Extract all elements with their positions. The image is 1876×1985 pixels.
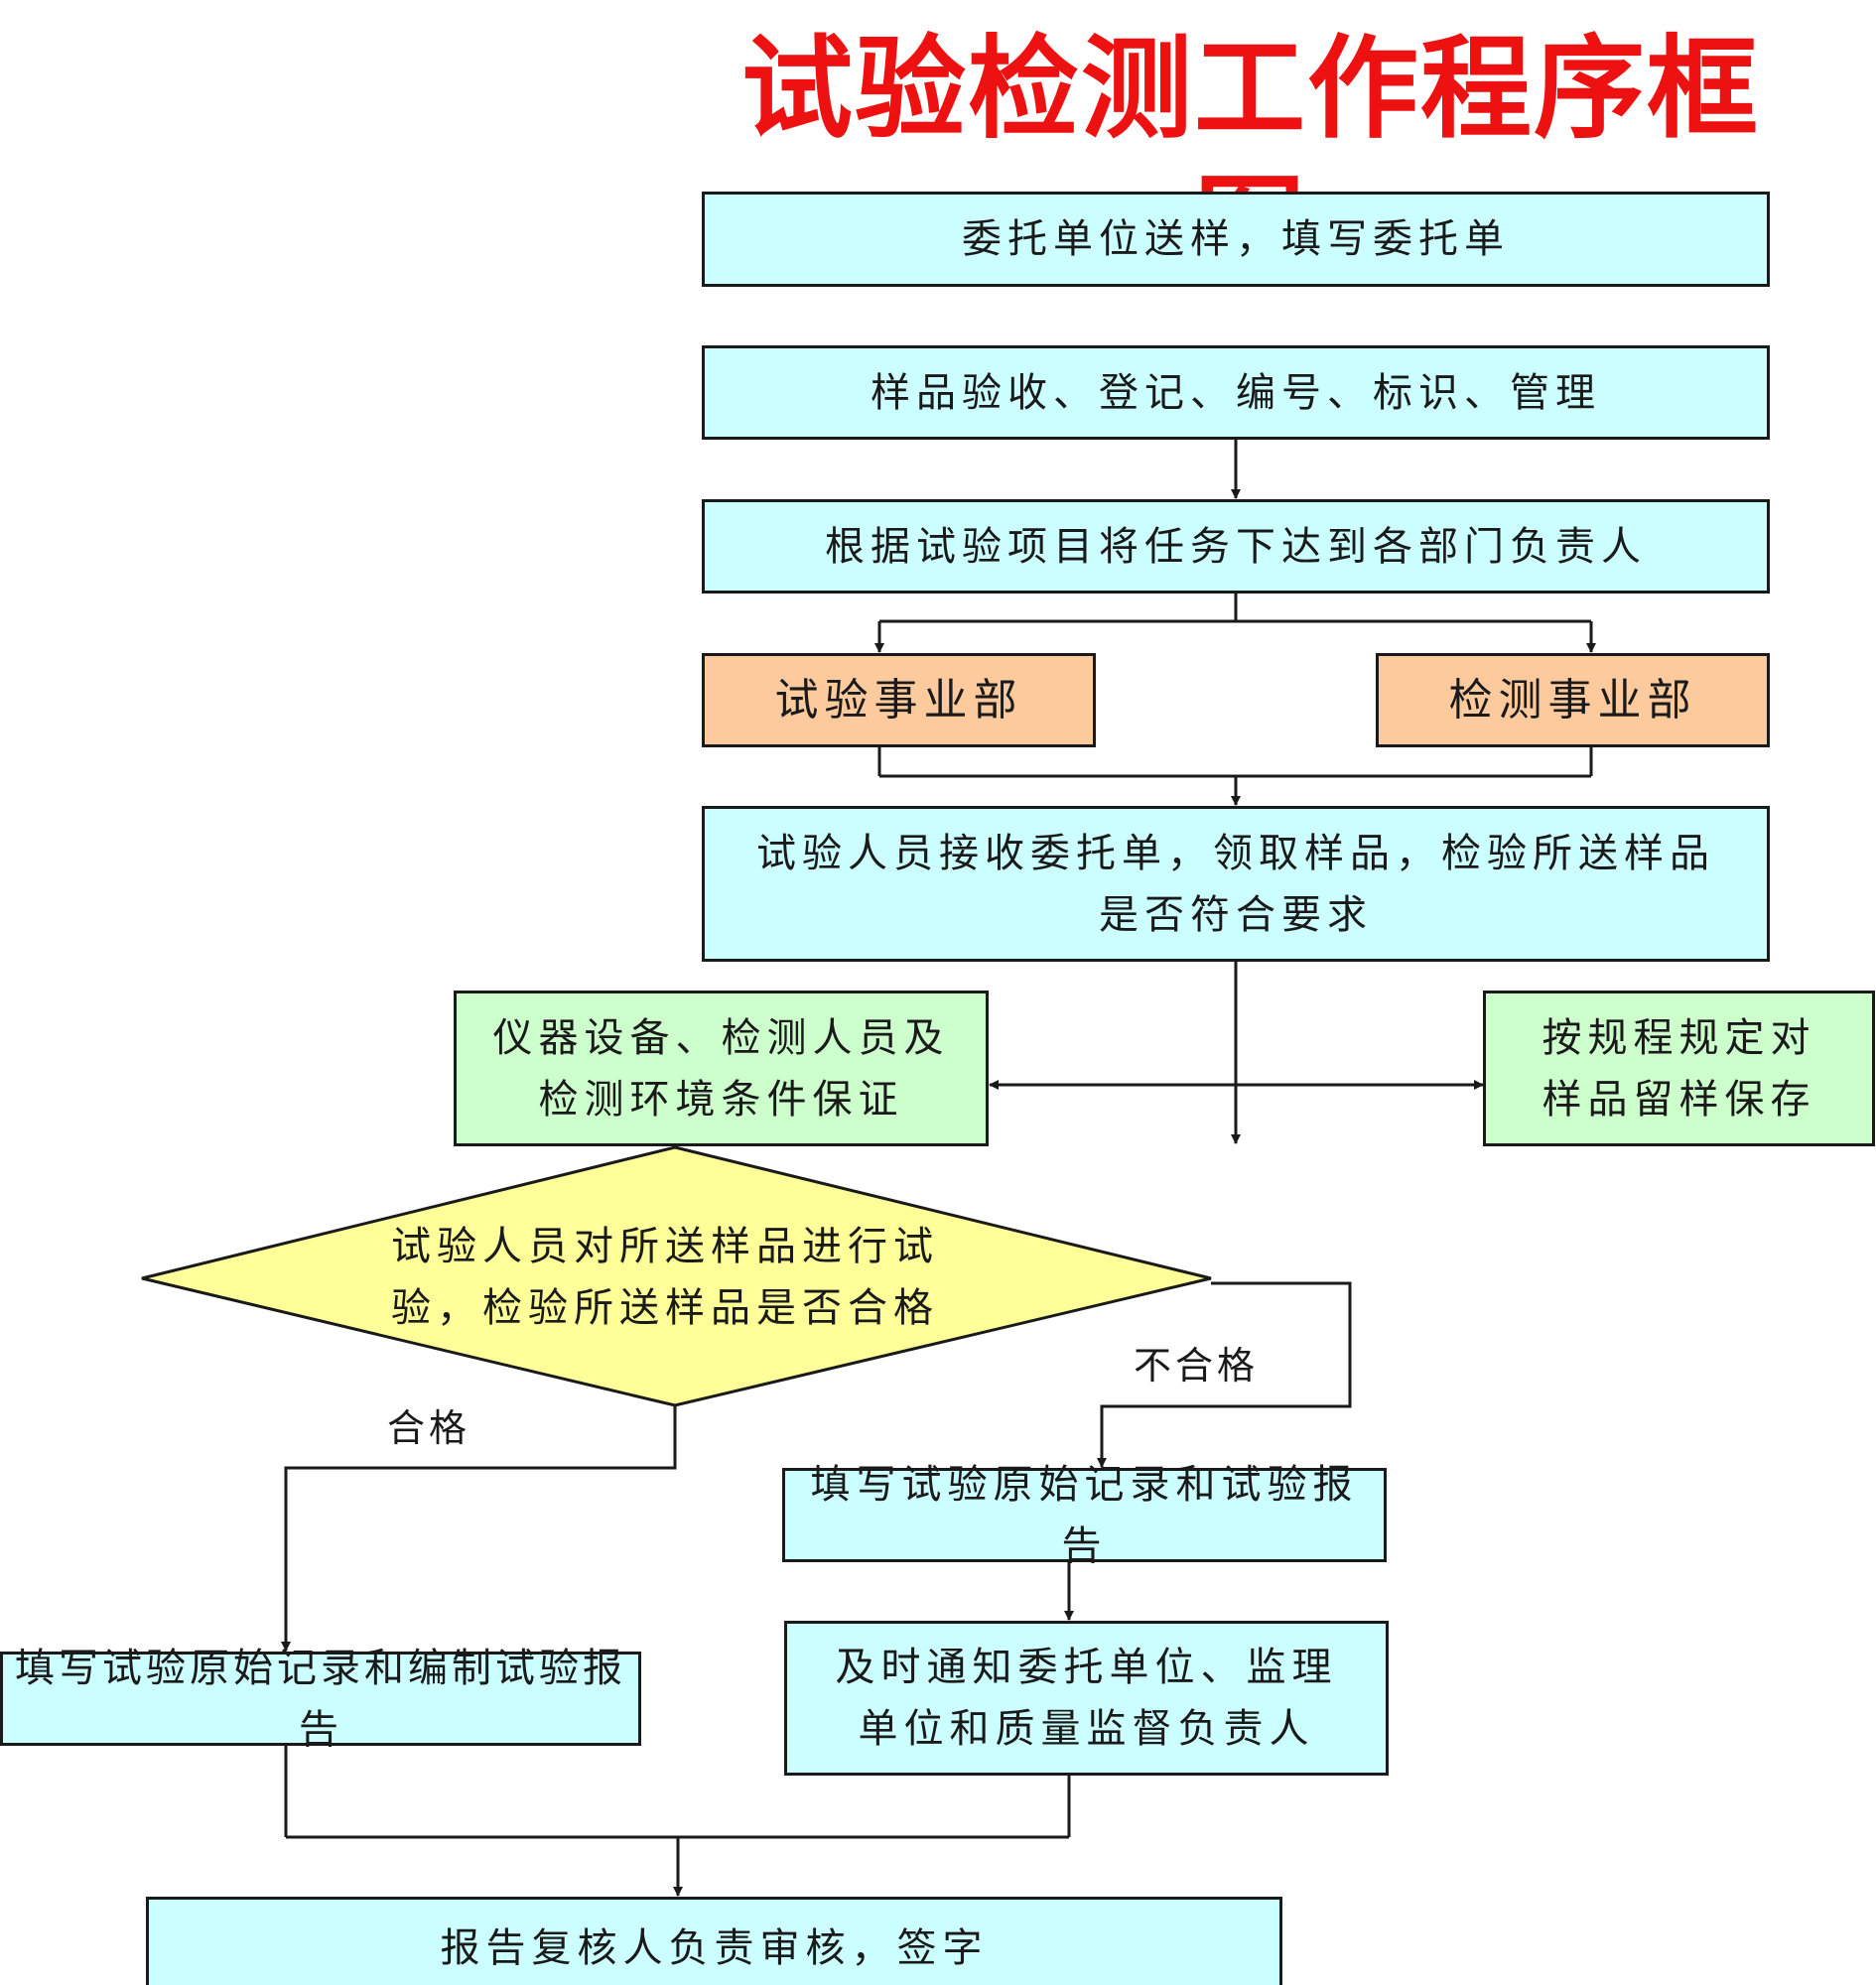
node-entrust: 委托单位送样，填写委托单 [702, 192, 1770, 287]
fail-label: 不合格 [1134, 1344, 1260, 1388]
node-equipment: 仪器设备、检测人员及检测环境条件保证 [454, 991, 989, 1146]
node-report-pass: 填写试验原始记录和编制试验报告 [0, 1646, 641, 1753]
node-report-fail: 填写试验原始记录和试验报告 [782, 1462, 1387, 1569]
node-assign: 根据试验项目将任务下达到各部门负责人 [702, 499, 1770, 594]
edge-pass-path [281, 1405, 677, 1652]
node-retain: 按规程规定对样品留样保存 [1483, 991, 1875, 1146]
node-test-dept: 试验事业部 [702, 653, 1096, 747]
node-inspect-dept: 检测事业部 [1376, 653, 1770, 747]
node-review: 报告复核人负责审核，签字 [146, 1897, 1282, 1985]
pass-label: 合格 [387, 1406, 471, 1450]
node-receive: 试验人员接收委托单，领取样品，检验所送样品是否符合要求 [702, 806, 1770, 962]
decision-text: 试验人员对所送样品进行试验，检验所送样品是否合格 [391, 1224, 939, 1331]
edge-fail-path [1097, 1281, 1352, 1468]
node-sample-accept: 样品验收、登记、编号、标识、管理 [702, 345, 1770, 440]
node-notify: 及时通知委托单位、监理单位和质量监督负责人 [784, 1621, 1389, 1776]
